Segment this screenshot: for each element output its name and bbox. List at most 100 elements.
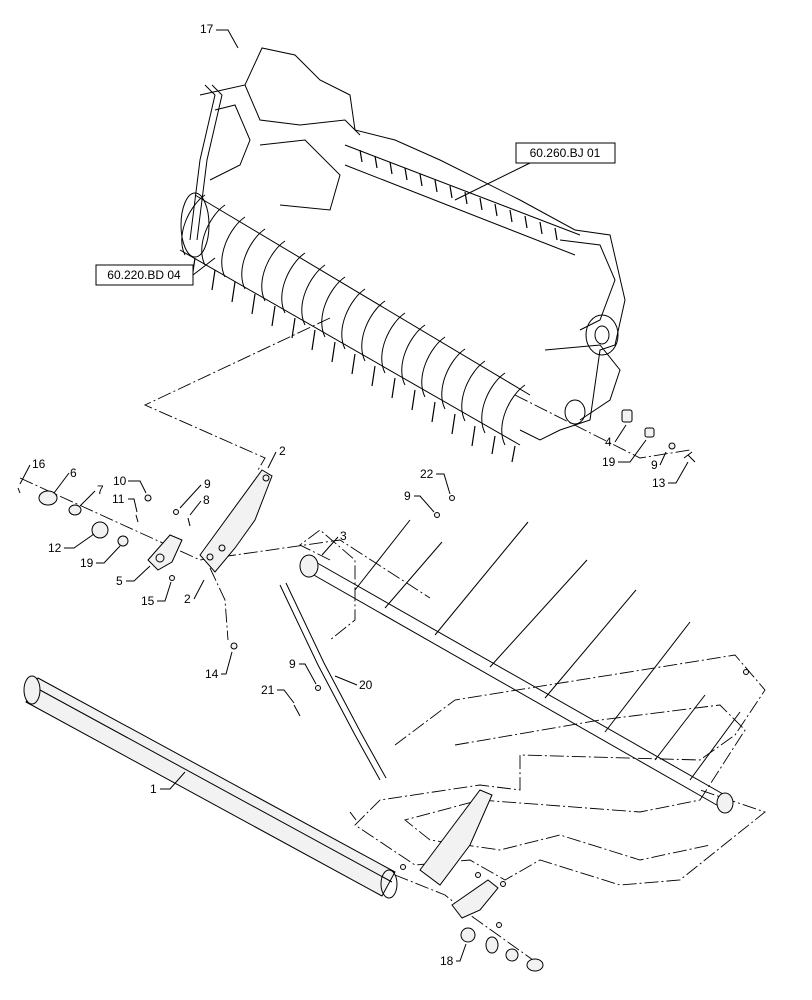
left-end-disc <box>180 192 210 258</box>
phantom-lines <box>19 317 766 966</box>
svg-text:1: 1 <box>150 782 157 796</box>
svg-text:21: 21 <box>261 683 275 697</box>
svg-text:6: 6 <box>70 466 77 480</box>
part-8-bolt <box>187 517 191 527</box>
phantom-line-bracket-vertical <box>209 567 229 641</box>
phantom-line-reel-right-axis <box>514 394 691 459</box>
callout-4: 4 <box>605 424 627 449</box>
part-21-bolt <box>293 704 301 717</box>
svg-text:9: 9 <box>204 477 211 491</box>
lower-bearing <box>505 948 519 962</box>
part-13-bolt <box>683 451 696 463</box>
svg-text:10: 10 <box>113 474 127 488</box>
callout-2-top: 2 <box>267 444 286 469</box>
svg-text:7: 7 <box>97 483 104 497</box>
part-14-nut <box>230 642 238 650</box>
svg-text:14: 14 <box>205 667 219 681</box>
callout-3: 3 <box>321 529 347 556</box>
callout-9-mid: 9 <box>179 477 211 509</box>
frame-side-lower <box>544 344 621 421</box>
part-2-bracket <box>199 469 273 573</box>
callout-9-right: 9 <box>651 451 667 472</box>
phantom-line-lower-inner-loop <box>404 704 746 861</box>
callout-12: 12 <box>48 533 95 555</box>
phantom-line-reel-to-hub <box>143 317 331 471</box>
callout-16: 16 <box>19 457 46 485</box>
lower-flange <box>485 936 499 954</box>
right-hardware <box>621 409 696 463</box>
callout-17: 17 <box>200 22 239 49</box>
svg-text:11: 11 <box>112 492 125 506</box>
pickup-reel-assembly <box>179 47 626 463</box>
svg-text:18: 18 <box>440 954 454 968</box>
part-22-nut <box>449 495 455 501</box>
phantom-line-left-shaft-axis <box>19 477 431 599</box>
svg-text:3: 3 <box>340 529 347 543</box>
phantom-line-chain-loop <box>299 529 356 641</box>
part-9-washer-right <box>668 442 676 450</box>
part-12-bearing <box>91 521 109 539</box>
callout-10: 10 <box>113 474 147 494</box>
ref-box-60-260-bj-01[interactable]: 60.260.BJ 01 <box>515 142 616 164</box>
svg-text:4: 4 <box>605 435 612 449</box>
svg-text:15: 15 <box>141 594 155 608</box>
callout-20: 20 <box>334 675 373 692</box>
callout-15: 15 <box>141 581 172 608</box>
shaft-end-screw <box>743 669 749 675</box>
callout-13: 13 <box>652 461 689 490</box>
ref-box-60-220-bd-04-label: 60.220.BD 04 <box>107 268 181 282</box>
svg-text:17: 17 <box>200 22 214 36</box>
svg-text:19: 19 <box>80 556 94 570</box>
part-7-bearing <box>68 504 82 516</box>
frame-mid-chute <box>259 139 341 211</box>
part-16-bolt <box>17 487 21 494</box>
callout-7: 7 <box>79 483 104 507</box>
svg-text:9: 9 <box>289 657 296 671</box>
svg-text:19: 19 <box>602 455 616 469</box>
leader-60-260-bj-01 <box>454 162 531 201</box>
svg-text:20: 20 <box>359 678 373 692</box>
lower-arm-plate <box>451 879 499 919</box>
right-end-hub <box>585 314 619 356</box>
lower-end-flange <box>526 958 544 972</box>
callout-19-right: 19 <box>602 439 647 469</box>
svg-text:13: 13 <box>652 476 666 490</box>
frame-inner-left <box>209 104 251 181</box>
svg-text:2: 2 <box>279 444 286 458</box>
lower-bracket-assembly <box>400 789 544 972</box>
callout-6: 6 <box>53 466 77 494</box>
part-3-tine-shaft <box>299 495 749 814</box>
ref-box-60-220-bd-04[interactable]: 60.220.BD 04 <box>95 264 194 286</box>
callout-19-left: 19 <box>80 545 121 570</box>
callout-14: 14 <box>205 651 233 681</box>
callout-11: 11 <box>112 492 138 513</box>
part-11-bolt <box>135 514 139 523</box>
chain-pin <box>349 811 357 821</box>
frame-right-side <box>559 239 616 331</box>
part-19-bushing-left <box>117 535 129 547</box>
part-1-roller <box>23 675 398 899</box>
part-15-screw <box>169 575 175 581</box>
svg-text:16: 16 <box>32 457 46 471</box>
svg-text:9: 9 <box>404 489 411 503</box>
part-19-bushing-right <box>644 427 655 438</box>
left-drive-chain <box>189 84 216 241</box>
callout-22: 22 <box>420 467 451 495</box>
shaft-rods <box>354 519 741 781</box>
left-hardware <box>17 487 238 650</box>
part-6-flange <box>38 490 58 506</box>
part-18-bearing <box>460 927 476 943</box>
svg-text:5: 5 <box>116 574 123 588</box>
right-end-bearing <box>564 399 586 425</box>
callout-9-upper-shaft: 9 <box>404 489 435 513</box>
callout-2-bottom: 2 <box>184 579 205 606</box>
ref-box-60-260-bj-01-label: 60.260.BJ 01 <box>530 146 601 160</box>
callout-5: 5 <box>116 565 151 588</box>
svg-text:2: 2 <box>184 592 191 606</box>
tine-coils <box>179 194 531 446</box>
right-end-hub-inner <box>594 325 610 345</box>
part-10-nut <box>144 494 152 502</box>
svg-text:8: 8 <box>203 493 210 507</box>
upper-tine-bar-row <box>344 144 581 256</box>
